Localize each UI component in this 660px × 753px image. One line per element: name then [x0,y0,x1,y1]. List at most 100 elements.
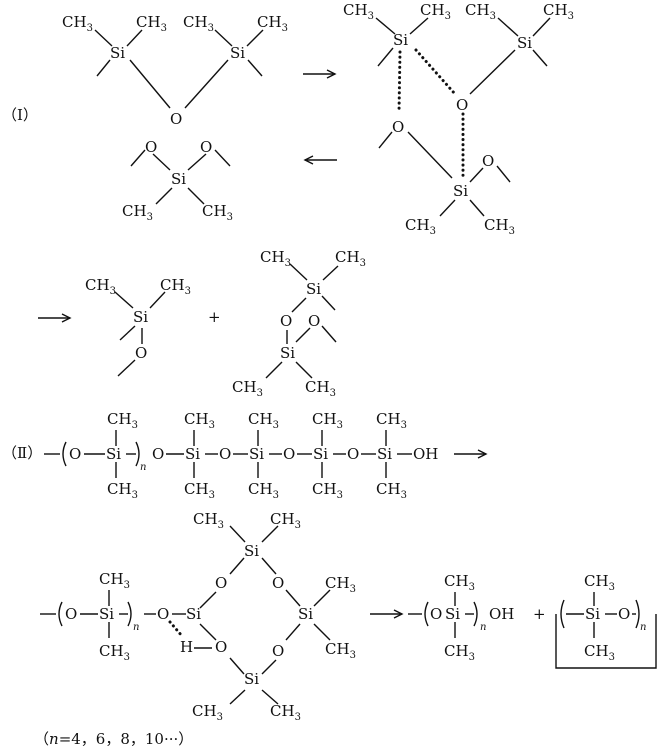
bond [247,59,263,77]
bond [229,657,245,675]
transition-state: Si CH3 CH3 O Si CH3 CH3 O Si O CH3 CH3 [343,1,574,237]
si-atom: Si [393,31,408,49]
bond [126,29,143,47]
methyl-group: CH3 [270,702,301,723]
product-disiloxane-fragment: CH3 CH3 Si O O Si CH3 CH3 [232,248,366,399]
methyl-group: CH3 [193,510,224,531]
oxygen-atom: O [200,138,212,156]
oxygen-atom: O [145,138,157,156]
part-label-ii: （Ⅱ） [2,444,42,462]
bond [375,17,396,35]
bond [469,167,484,183]
methyl-group: CH3 [248,480,279,501]
oxygen-atom: O [272,642,284,660]
bond [295,361,313,379]
bond [496,165,511,183]
methyl-group: CH3 [184,410,215,431]
methyl-group: CH3 [420,1,451,22]
si-atom: Si [244,670,259,688]
bond [285,623,301,641]
bond [313,623,331,641]
bond [129,59,171,109]
methyl-group: CH3 [465,1,496,22]
methyl-group: CH3 [99,642,130,663]
oxygen-atom: O [219,445,231,463]
bond [378,131,393,149]
oxygen-atom: O [170,110,182,128]
si-atom: Si [186,605,201,623]
oxygen-atom: O [618,605,630,623]
bond [229,525,246,543]
oxygen-atom: O [430,605,442,623]
bond [439,199,456,217]
methyl-group: CH3 [192,702,223,723]
bond [187,153,207,171]
si-atom: Si [230,44,245,62]
repeat-bracket-left [58,601,63,627]
methyl-group: CH3 [248,410,279,431]
reaction-arrow [303,155,337,165]
si-atom: Si [517,34,532,52]
repeat-bracket-right [635,599,640,629]
bond [261,525,279,543]
bond [532,17,551,37]
bond [155,187,173,205]
methyl-group: CH3 [270,510,301,531]
oxygen-atom: O [272,574,284,592]
bond [261,689,279,705]
reaction-arrow [38,313,72,323]
si-atom: Si [445,605,460,623]
bond [291,297,307,313]
bond [285,589,301,607]
reaction-arrow [454,449,488,459]
si-atom: Si [106,445,121,463]
repeat-index: n [480,622,486,633]
repeat-bracket-left [560,599,565,629]
repeat-index: n [640,622,646,633]
methyl-group: CH3 [325,574,356,595]
bond [321,295,336,311]
methyl-group: CH3 [584,572,615,593]
methyl-group: CH3 [183,13,214,34]
partial-bond [414,48,457,96]
bond [497,17,519,37]
oxygen-atom: O [392,118,404,136]
bond [321,325,337,343]
si-atom: Si [453,182,468,200]
bond [229,557,245,575]
bond [152,153,171,171]
dimethoxy-silane-fragment: O O Si CH3 CH3 [122,138,233,223]
reaction-arrow [303,69,337,79]
methyl-group: CH3 [305,378,336,399]
bond [409,17,429,35]
bond [469,199,485,217]
hydroxyl-group: OH [489,605,514,623]
linear-siloxane-chain: O Si CH3 CH3 n O Si CH3 CH3 O Si CH3 CH3… [44,410,438,501]
methyl-group: CH3 [160,276,191,297]
bond [289,263,308,281]
methyl-group: CH3 [85,276,116,297]
plus-sign: + [208,308,221,326]
si-atom: Si [585,605,600,623]
bond [229,689,246,705]
methyl-group: CH3 [325,640,356,661]
si-atom: Si [249,445,264,463]
bond [94,29,113,47]
methyl-group: CH3 [312,480,343,501]
repeat-bracket-right [135,441,140,467]
methyl-group: CH3 [107,480,138,501]
methyl-group: CH3 [136,13,167,34]
oxygen-atom: O [157,605,169,623]
ring-closure-line [555,614,657,669]
partial-bond [397,50,402,114]
methyl-group: CH3 [122,202,153,223]
bond [214,149,231,167]
bond [265,361,283,379]
bond [187,187,205,205]
si-atom: Si [377,445,392,463]
bond [377,47,394,67]
oxygen-atom: O [347,445,359,463]
oxygen-atom: O [215,638,227,656]
